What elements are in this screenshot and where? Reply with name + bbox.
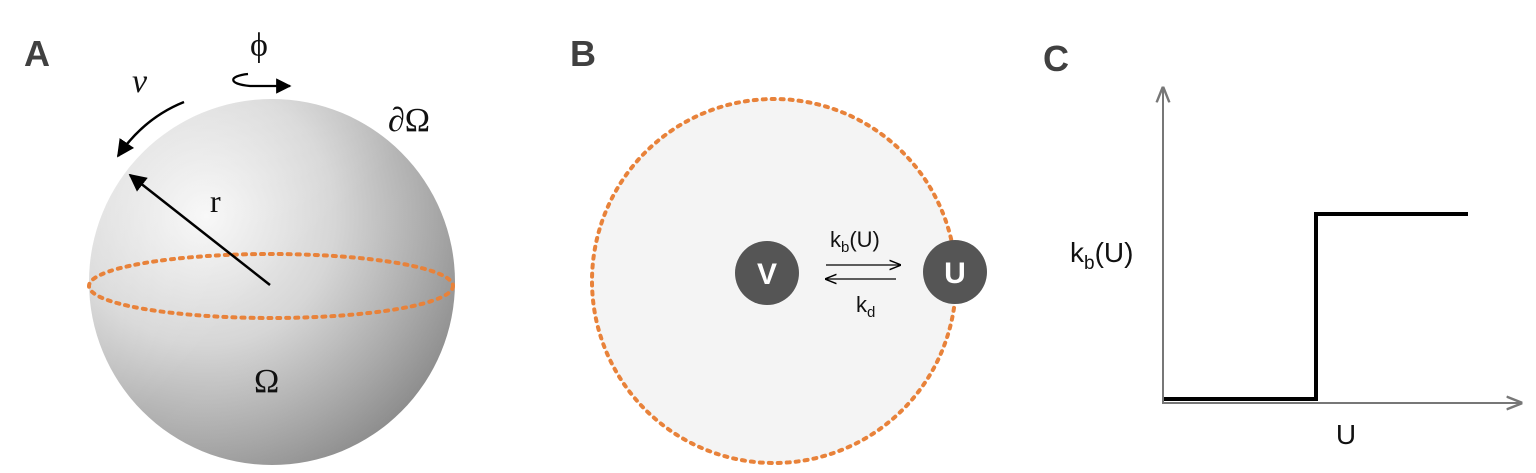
panel-a-letter: A	[24, 33, 50, 74]
panel-a: A r ν ϕ ∂Ω Ω	[24, 27, 455, 465]
panel-c-letter: C	[1043, 38, 1069, 79]
radius-label: r	[210, 183, 221, 219]
sphere-sheen	[89, 99, 455, 465]
radius-arrow	[128, 173, 271, 286]
x-axis-label: U	[1336, 419, 1356, 450]
y-axis-label: kb(U)	[1070, 237, 1133, 274]
phi-label: ϕ	[250, 27, 268, 64]
node-u-label: U	[944, 257, 966, 290]
node-v: V	[735, 241, 799, 305]
panel-c: C kb(U) U	[1043, 38, 1521, 450]
phi-arrow	[232, 72, 292, 94]
boundary-label: ∂Ω	[388, 102, 430, 139]
domain-label: Ω	[254, 363, 279, 400]
panel-b-letter: B	[570, 33, 596, 74]
node-u: U	[923, 240, 987, 304]
nu-label: ν	[132, 63, 148, 100]
nu-arrow	[116, 100, 185, 158]
sphere-equator	[87, 252, 455, 320]
backward-rate-label: kd	[856, 292, 875, 321]
panel-b: B V U kb(U) kd	[570, 33, 987, 465]
step-function-line	[1164, 212, 1468, 401]
node-v-label: V	[757, 258, 777, 291]
forward-rate-label: kb(U)	[830, 227, 880, 256]
